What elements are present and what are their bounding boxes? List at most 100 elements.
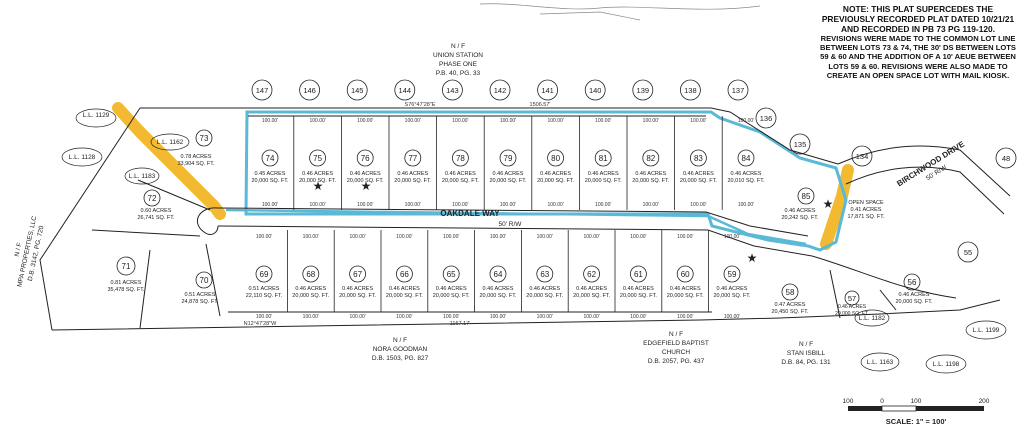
- lot-number: 62: [587, 270, 596, 279]
- blue-revision-outline: [244, 110, 848, 252]
- svg-text:33,904 SQ. FT.: 33,904 SQ. FT.: [178, 161, 215, 167]
- lot-57-58-line: [829, 269, 841, 319]
- svg-text:D.B. 84, PG. 131: D.B. 84, PG. 131: [781, 359, 831, 366]
- svg-text:L.L. 1183: L.L. 1183: [129, 173, 156, 180]
- stan-isbill-label: N / F STAN ISBILL D.B. 84, PG. 131: [781, 341, 831, 366]
- adjacent-lot-circle: 142: [489, 79, 511, 101]
- svg-text:0.60 ACRES: 0.60 ACRES: [141, 208, 172, 214]
- top-contour-lines: [479, 3, 761, 21]
- svg-text:0.46 ACRES: 0.46 ACRES: [785, 208, 816, 214]
- adjacent-lot-circle: 136: [755, 107, 777, 129]
- lot-sqft: 20,000 SQ. FT.: [433, 293, 470, 299]
- lot-number: 66: [400, 270, 409, 279]
- mpa-properties-label: N / F MPA PROPERTIES, LLC D.B. 3142, PG.…: [14, 215, 46, 288]
- lot-front-dim: 100.00': [724, 234, 740, 240]
- lot-rear-dim: 100.00': [500, 118, 516, 124]
- oakdale-south-edge: [217, 225, 813, 257]
- lot-number: 76: [361, 154, 370, 163]
- svg-text:UNION STATION: UNION STATION: [433, 52, 483, 59]
- scale-tick: 100: [911, 398, 922, 405]
- yellow-highlight-lot-73-74-line: [112, 102, 226, 220]
- other-lot-labels: 73 0.78 ACRES 33,904 SQ. FT. 72 0.60 ACR…: [108, 129, 933, 317]
- lot-front-dim: 100.00': [677, 234, 693, 240]
- svg-text:0.47 ACRES: 0.47 ACRES: [775, 302, 806, 308]
- lot-rear-dim: 100.00': [490, 314, 506, 320]
- oakdale-rw-label: 50' R/W: [499, 221, 523, 228]
- svg-text:141: 141: [541, 86, 554, 95]
- lot-rear-dim: 100.00': [349, 314, 365, 320]
- lot-sqft: 20,000 SQ. FT.: [480, 293, 517, 299]
- adjacent-lot-circle: 48: [995, 147, 1017, 169]
- lot-front-dim: 100.00': [630, 234, 646, 240]
- lot-sqft: 20,000 SQ. FT.: [537, 178, 574, 184]
- lot-front-dim: 100.00': [537, 234, 553, 240]
- lot-number: 78: [456, 154, 465, 163]
- lot-front-dim: 100.00': [309, 202, 325, 208]
- lot-number: 67: [353, 270, 362, 279]
- svg-text:P.B. 40, PG. 33: P.B. 40, PG. 33: [436, 70, 481, 77]
- lot-front-dim: 100.00': [452, 202, 468, 208]
- svg-text:D.B. 2057, PG. 437: D.B. 2057, PG. 437: [648, 358, 705, 365]
- birchwood-east-edge: [845, 166, 1005, 215]
- svg-text:20,242 SQ. FT.: 20,242 SQ. FT.: [782, 215, 819, 221]
- lot-rear-dim: 100.00': [357, 118, 373, 124]
- lot-number: 64: [494, 270, 503, 279]
- lot-acres: 0.51 ACRES: [249, 286, 280, 292]
- lot-rear-dim: 100.00': [443, 314, 459, 320]
- star-icon: ★: [313, 179, 324, 193]
- oakdale-north-edge: [217, 207, 809, 237]
- svg-text:144: 144: [399, 86, 412, 95]
- lot-number: 83: [694, 154, 703, 163]
- lot-number: 59: [728, 270, 737, 279]
- lot-57: 57 0.46 ACRES 20,000 SQ. FT.: [835, 290, 869, 317]
- lot-rear-dim: 100.00': [677, 314, 693, 320]
- lot-number: 63: [540, 270, 549, 279]
- svg-text:EDGEFIELD BAPTIST: EDGEFIELD BAPTIST: [643, 340, 709, 347]
- lot-acres: 0.46 ACRES: [350, 171, 381, 177]
- lot-acres: 0.46 ACRES: [302, 171, 333, 177]
- lot-sqft: 20,000 SQ. FT.: [299, 178, 336, 184]
- edgefield-baptist-label: N / F EDGEFIELD BAPTIST CHURCH D.B. 2057…: [643, 331, 709, 365]
- note-body: REVISIONS WERE MADE TO THE COMMON LOT LI…: [820, 34, 1016, 80]
- nora-goodman-label: N / F NORA GOODMAN D.B. 1503, PG. 827: [372, 337, 429, 362]
- svg-text:0.41 ACRES: 0.41 ACRES: [851, 207, 882, 213]
- svg-text:L.L. 1162: L.L. 1162: [157, 139, 184, 146]
- open-space-lot: OPEN SPACE 0.41 ACRES 17,871 SQ. FT.: [848, 200, 885, 220]
- svg-text:85: 85: [802, 192, 811, 201]
- lot-sqft: 20,000 SQ. FT.: [347, 178, 384, 184]
- svg-text:142: 142: [494, 86, 507, 95]
- lot-number: 68: [306, 270, 315, 279]
- lot-front-dim: 100.00': [405, 202, 421, 208]
- lot-sqft: 20,000 SQ. FT.: [292, 293, 329, 299]
- adjacent-lot-circle: 138: [680, 79, 701, 101]
- lot-sqft: 20,000 SQ. FT.: [667, 293, 704, 299]
- svg-text:L.L. 1163: L.L. 1163: [867, 359, 894, 366]
- svg-text:0.46 ACRES: 0.46 ACRES: [838, 304, 867, 310]
- lot-number: 82: [646, 154, 655, 163]
- lot-number: 74: [266, 154, 275, 163]
- east-lots-line: [811, 255, 957, 299]
- neighbor-labels: N / F UNION STATION PHASE ONE P.B. 40, P…: [14, 43, 831, 366]
- rear-total: 1506.57': [530, 102, 551, 108]
- ll-labels: L.L. 1129 L.L. 1128 L.L. 1162 L.L. 1183 …: [61, 108, 1007, 374]
- adjacent-lot-circle: 134: [851, 145, 873, 167]
- lot-acres: 0.46 ACRES: [683, 171, 714, 177]
- svg-text:L.L. 1198: L.L. 1198: [933, 361, 960, 368]
- adjacent-lot-circle: 137: [727, 79, 749, 101]
- svg-text:20,000 SQ. FT.: 20,000 SQ. FT.: [896, 299, 933, 305]
- rear-bearing: S76°47'28"E: [405, 102, 436, 108]
- lot-rear-dim: 100.00': [595, 118, 611, 124]
- lot-56-57-line: [879, 289, 897, 311]
- svg-text:58: 58: [786, 288, 795, 297]
- svg-text:24,878 SQ. FT.: 24,878 SQ. FT.: [182, 299, 219, 305]
- lot-70: 70 0.51 ACRES 24,878 SQ. FT.: [182, 271, 219, 305]
